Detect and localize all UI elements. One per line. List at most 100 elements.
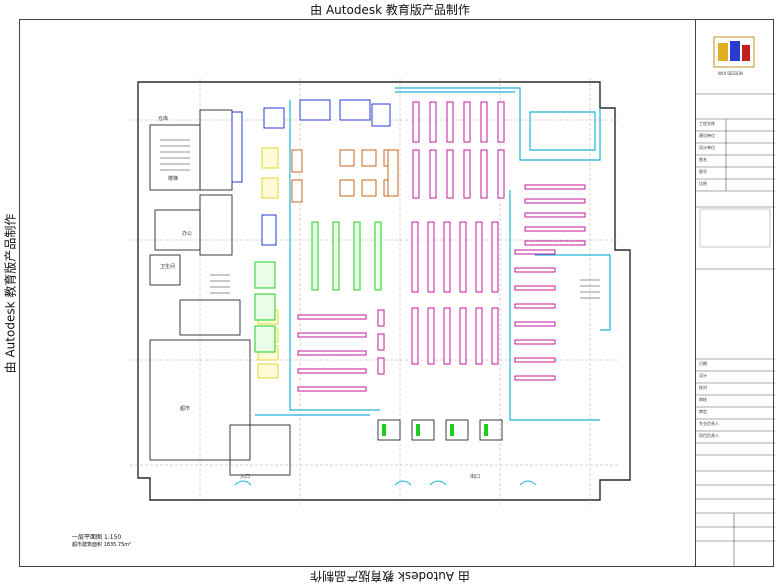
plan-area-note: 超市建筑面积 1835.75m²	[72, 542, 132, 548]
tb-row-0: 工程名称	[699, 121, 715, 126]
shelf-magenta	[459, 307, 467, 365]
bin-yellow	[261, 147, 279, 169]
shelf-magenta	[475, 221, 483, 293]
shelf-magenta	[524, 226, 586, 232]
entrance-doors	[234, 480, 537, 486]
tb-row-12: 项目负责人	[699, 433, 719, 438]
cyan-walls	[255, 87, 611, 421]
room-label-exit: 出口	[470, 473, 480, 480]
shelf-magenta	[427, 221, 435, 293]
room-label-entry: 入口	[240, 474, 250, 480]
green-shelves	[254, 221, 382, 353]
shelf-magenta	[514, 357, 556, 363]
counter-orange	[291, 179, 303, 203]
room-label-office: 办公	[182, 230, 192, 237]
shelf-magenta	[475, 307, 483, 365]
checkout-accents	[382, 424, 488, 436]
plan-title: 一层平面图 1:150	[72, 534, 122, 541]
blue-equipment	[231, 99, 391, 246]
shelf-magenta	[514, 249, 556, 255]
room-label-stair: 楼梯	[168, 175, 178, 182]
building-outline	[137, 81, 631, 501]
shelf-magenta	[463, 101, 471, 143]
watermark-top: 由 Autodesk 教育版产品制作	[310, 3, 470, 17]
shelf-magenta	[459, 221, 467, 293]
shelf-magenta	[463, 149, 471, 199]
room-label-storage: 仓库	[158, 115, 168, 122]
tb-row-6: 日期	[699, 361, 707, 366]
shelf-green	[254, 293, 276, 321]
tb-row-2: 设计单位	[699, 145, 715, 150]
shelf-magenta	[427, 307, 435, 365]
shelf-magenta	[514, 285, 556, 291]
shelf-green	[254, 325, 276, 353]
shelf-magenta	[524, 212, 586, 218]
tb-row-8: 校对	[699, 385, 707, 390]
shelf-magenta	[480, 101, 488, 143]
axis-lines	[130, 78, 620, 505]
shelf-magenta	[297, 314, 367, 320]
shelf-green	[332, 221, 340, 291]
shelf-green	[353, 221, 361, 291]
shelf-magenta	[443, 307, 451, 365]
shelf-magenta	[412, 149, 420, 199]
shelf-magenta	[491, 221, 499, 293]
tb-row-1: 建设单位	[699, 133, 715, 138]
shelf-magenta	[297, 350, 367, 356]
tb-row-10: 审定	[699, 409, 707, 414]
tb-row-4: 图号	[699, 169, 707, 174]
shelf-magenta	[480, 149, 488, 199]
room-label-big: 超市	[180, 405, 190, 412]
shelf-magenta	[411, 221, 419, 293]
tb-row-11: 专业负责人	[699, 421, 719, 426]
shelf-magenta	[524, 184, 586, 190]
counter-orange	[339, 179, 355, 197]
drawing-sheet-border	[19, 19, 774, 567]
service-rooms	[149, 109, 291, 476]
shelf-magenta	[429, 149, 437, 199]
shelf-magenta	[297, 386, 367, 392]
shelf-magenta	[491, 307, 499, 365]
tb-row-7: 设计	[699, 373, 707, 378]
counter-orange	[339, 149, 355, 167]
stair-icon	[160, 139, 600, 299]
logo-icon	[713, 36, 755, 68]
orange-counters	[291, 149, 399, 203]
counter-orange	[361, 149, 377, 167]
shelf-magenta	[524, 240, 586, 246]
shelf-magenta	[497, 101, 505, 143]
shelf-magenta	[497, 149, 505, 199]
title-block: WUI DESIGN 工程名称 建设单位 设计单位 图名 图号 比例 日期 设计…	[695, 19, 775, 567]
logo-text: WUI DESIGN	[718, 71, 743, 76]
bin-yellow	[261, 177, 279, 199]
tb-row-9: 审核	[699, 397, 707, 402]
shelf-magenta	[514, 321, 556, 327]
room-label-wc: 卫生间	[160, 263, 175, 270]
shelf-magenta	[377, 309, 385, 327]
shelf-magenta	[411, 307, 419, 365]
counter-orange	[361, 179, 377, 197]
shelf-green	[311, 221, 319, 291]
shelf-magenta	[377, 357, 385, 375]
tb-row-5: 比例	[699, 181, 707, 186]
shelf-magenta	[297, 332, 367, 338]
shelf-magenta	[377, 333, 385, 351]
shelf-magenta	[412, 101, 420, 143]
shelf-magenta	[443, 221, 451, 293]
shelf-magenta	[514, 267, 556, 273]
bin-yellow	[257, 363, 279, 379]
counter-orange	[291, 149, 303, 173]
shelf-green	[254, 261, 276, 289]
checkout-counters	[377, 419, 503, 441]
tb-row-3: 图名	[699, 157, 707, 162]
shelf-green	[374, 221, 382, 291]
magenta-shelves	[297, 101, 586, 392]
shelf-magenta	[514, 375, 556, 381]
shelf-magenta	[514, 303, 556, 309]
shelf-magenta	[514, 339, 556, 345]
shelf-magenta	[297, 368, 367, 374]
shelf-magenta	[429, 101, 437, 143]
shelf-magenta	[446, 149, 454, 199]
shelf-magenta	[446, 101, 454, 143]
